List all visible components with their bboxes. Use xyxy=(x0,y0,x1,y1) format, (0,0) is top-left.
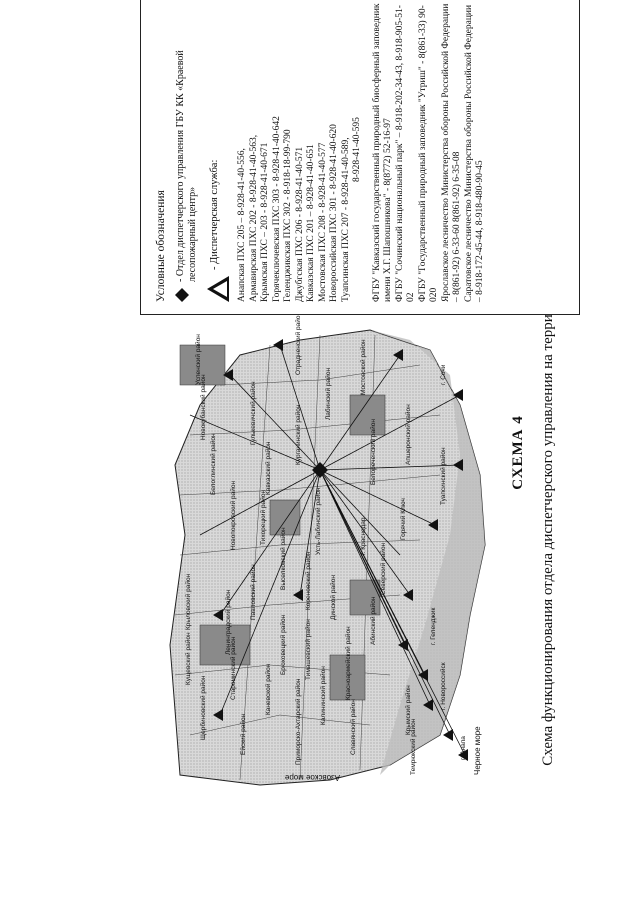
dispatch-marker xyxy=(458,749,468,761)
legend-box: Условные обозначения - Отдел диспетчерск… xyxy=(140,0,580,315)
contact-line: ФГБУ "Сочинский национальный парк" – 8-9… xyxy=(394,5,417,302)
region-label: Усть-Лабинский район xyxy=(314,487,322,555)
triangle-icon xyxy=(207,276,229,302)
district-shade-4 xyxy=(349,394,386,436)
region-label: Каневской район xyxy=(264,663,272,715)
region-label: Брюховецкий район xyxy=(279,614,287,675)
dispatch-marker xyxy=(428,519,438,531)
contact-line: Туапсинская ПХС 207 - 8-928-41-40-589, xyxy=(340,137,351,302)
legend-title: Условные обозначения xyxy=(155,190,167,302)
region-label: Белореченский район xyxy=(369,419,377,485)
region-label: Кореновский район xyxy=(304,551,312,610)
contact-line: Горячеключевская ПХС 303 - 8-928-41-40-6… xyxy=(271,116,282,302)
dispatch-service-markers xyxy=(213,339,468,761)
region-label: г. Геленджик xyxy=(430,608,437,645)
region-label: Горячий Ключ xyxy=(399,498,407,540)
dispatch-marker xyxy=(453,389,463,401)
contact-line: Ярославское лесничество Министерства обо… xyxy=(440,3,463,302)
contact-line: 8-928-41-40-595 xyxy=(352,117,362,182)
region-label: Туапсинский район xyxy=(439,447,447,505)
contact-line: Джубгская ПХС 206 - 8-928-41-40-571 xyxy=(294,146,305,302)
region-label: г. Сочи xyxy=(440,364,447,385)
legend-center-label: - Отдел диспетчерского управления ГБУ КК… xyxy=(175,50,198,282)
dispatch-links xyxy=(189,344,466,756)
dispatch-marker xyxy=(418,669,428,681)
region-label: Мостовской район xyxy=(359,339,367,395)
contact-line: Мостовская ПХС 208 - 8-928-41-40-577 xyxy=(317,142,328,302)
legend-center-row: - Отдел диспетчерского управления ГБУ КК… xyxy=(175,3,199,302)
dispatch-marker xyxy=(443,729,453,741)
region-label: Ейский район xyxy=(239,713,247,755)
dispatch-marker xyxy=(273,339,283,351)
contact-line: ФГБУ "Кавказский государственный природн… xyxy=(371,3,394,302)
dispatch-marker xyxy=(213,609,223,621)
dispatch-marker xyxy=(398,639,408,651)
region-label: Крыловский район xyxy=(184,573,192,630)
contact-line: Геленджикская ПХС 302 - 8-918-18-99-790 xyxy=(283,129,293,302)
region-label: Новокубанский район xyxy=(199,374,207,440)
region-label: Красноармейский район xyxy=(344,626,352,700)
region-label: Курганинский район xyxy=(294,404,302,465)
contact-line: Армавирская ПХС 202 - 8-928-41-40-563, xyxy=(248,134,259,302)
legend-service-row: - Диспетчерская служба: xyxy=(207,3,229,302)
sea-label-azov: Азовское море xyxy=(284,773,340,782)
region-label: Апшеронский район xyxy=(404,404,412,465)
region-label: Щербиновский район xyxy=(199,675,207,740)
region-label: Темрюкский район xyxy=(409,718,417,775)
dispatch-marker xyxy=(403,589,413,601)
region-label: Успенский район xyxy=(194,334,202,385)
region-labels: Щербиновский район Ейский район Кущевски… xyxy=(184,312,467,775)
dispatch-marker xyxy=(393,349,403,361)
region-label: Динской район xyxy=(329,575,337,620)
district-shade-1 xyxy=(199,624,251,666)
dispatch-marker xyxy=(293,589,303,601)
contact-line: ФГБУ "Государственный природный заповедн… xyxy=(417,5,440,302)
region-label: Кущевский район xyxy=(184,632,192,685)
diamond-icon xyxy=(175,288,189,302)
region-label: Славянский район xyxy=(349,699,357,755)
district-shade-3 xyxy=(329,654,366,701)
region-label: Тимашевский район xyxy=(304,619,312,680)
region-label: Калининский район xyxy=(319,666,327,725)
region-label: Выселковский район xyxy=(279,527,287,590)
region-label: Новопокровский район xyxy=(229,480,237,550)
dispatch-marker xyxy=(453,459,463,471)
dispatch-center-marker xyxy=(312,462,328,478)
sea-label-black: Черное море xyxy=(473,726,482,775)
region-label: Ленинградский район xyxy=(224,589,232,655)
region-label: Лабинский район xyxy=(324,368,332,420)
district-shade-5 xyxy=(179,344,226,386)
dispatch-marker xyxy=(423,699,433,711)
legend-service-label: - Диспетчерская служба: xyxy=(209,159,220,270)
contact-line: Новороссийская ПХС 301 - 8-928-41-40-620 xyxy=(329,124,339,302)
region-label: Абинский район xyxy=(369,596,377,645)
dispatch-marker xyxy=(213,709,223,721)
region-label: Крымский район xyxy=(404,685,412,735)
region-label: Отрадненский район xyxy=(294,312,302,375)
region-label: Кавказский район xyxy=(264,441,272,495)
krasnodar-region-map: Азовское море Черное море Щербиновский р… xyxy=(160,312,490,795)
region-label: Гулькевичский район xyxy=(249,381,257,445)
contact-line: Крымская ПХС – 203 - 8-928-41-40-671 xyxy=(260,142,270,302)
highlighted-districts xyxy=(179,344,386,701)
district-shade-2 xyxy=(269,499,301,536)
contact-line: Анапская ПХС 205 – 8-928-41-40-556, xyxy=(237,148,247,302)
region-label: Тихорецкий район xyxy=(259,490,267,545)
region-label: г. Новороссийск xyxy=(439,662,447,710)
coastal-zone xyxy=(370,330,485,775)
dispatch-marker xyxy=(223,369,233,381)
region-label: Белоглинский район xyxy=(209,433,217,495)
region-label: г. Анапа xyxy=(460,736,467,760)
map-svg: Азовское море Черное море Щербиновский р… xyxy=(169,312,486,786)
region-label: г. Краснодар xyxy=(360,517,367,555)
region-label: Приморско-Ахтарский район xyxy=(294,678,302,765)
contact-line: Саратовское лесничество Министерства обо… xyxy=(463,4,486,302)
region-label: Староминский район xyxy=(229,636,237,700)
region-label: Павловский район xyxy=(249,564,257,620)
contact-line: Кавказская ПХС 201 – 8-928-41-40-651 xyxy=(306,144,316,302)
region-label: Северский район xyxy=(379,542,387,595)
